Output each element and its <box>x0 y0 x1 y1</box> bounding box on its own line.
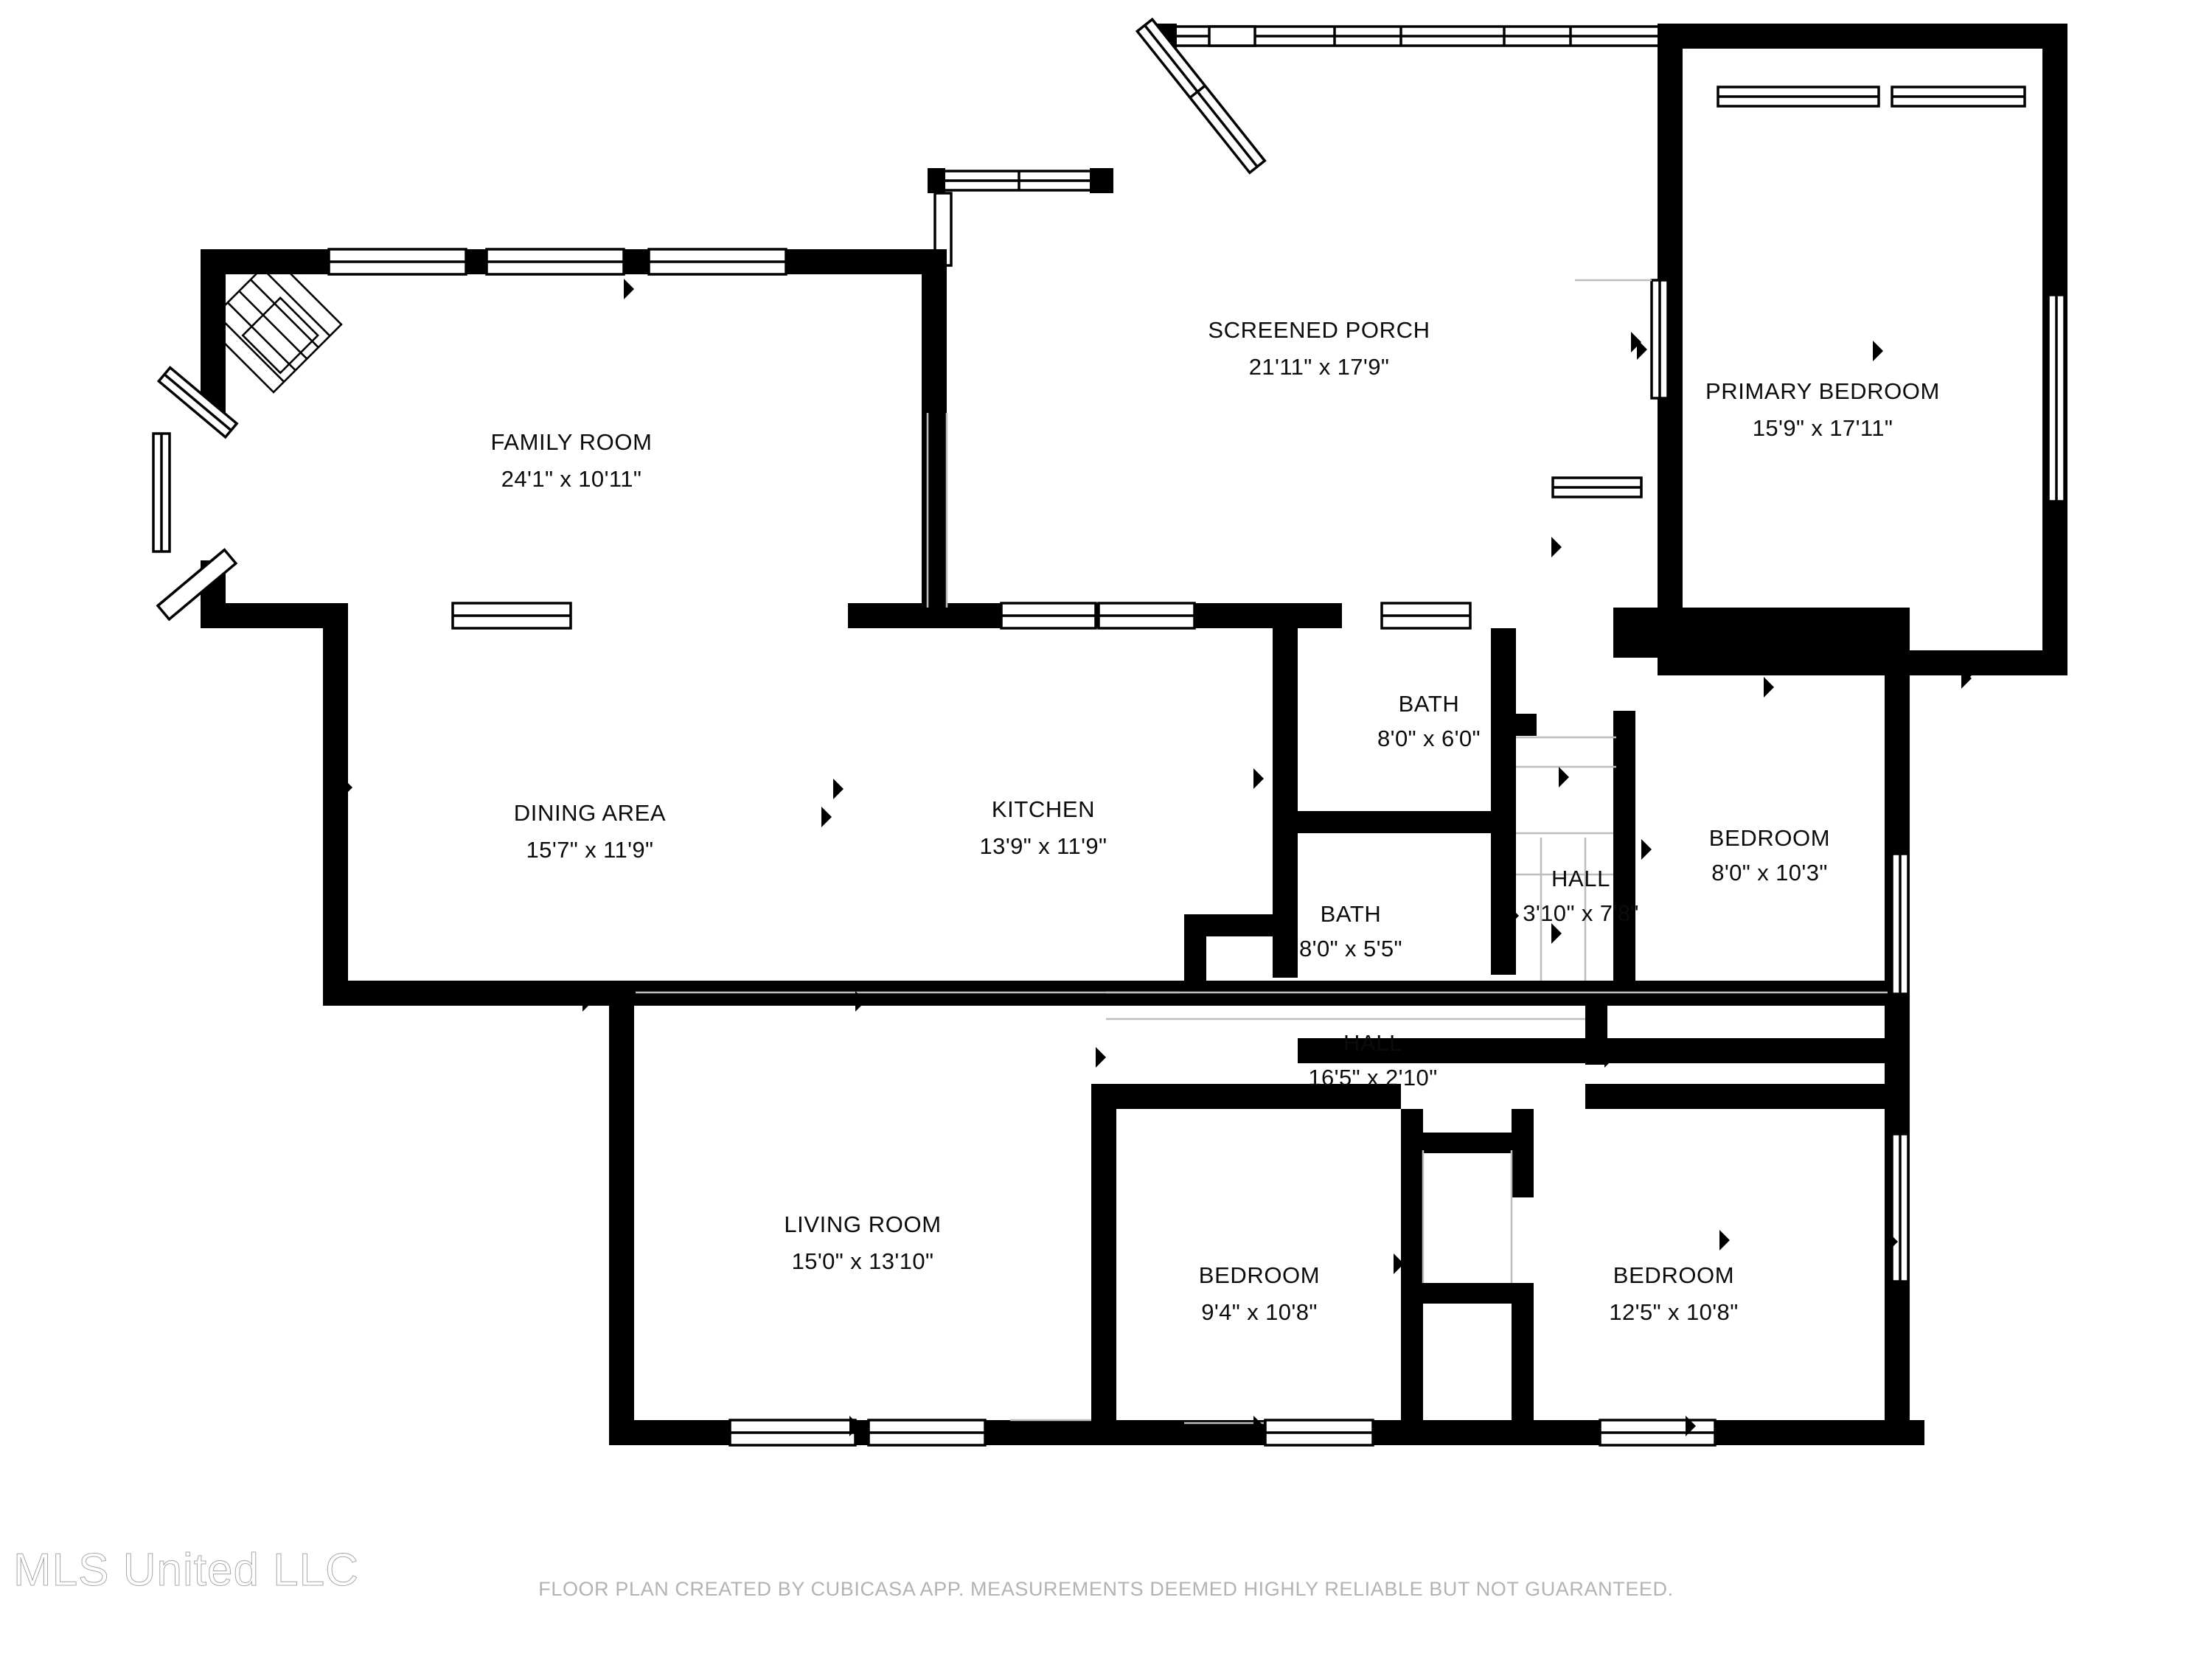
room-name-bedroom-right: BEDROOM <box>1709 825 1830 851</box>
room-dim-bath-main: 8'0" x 5'5" <box>1299 936 1402 961</box>
room-name-primary-bedroom: PRIMARY BEDROOM <box>1705 378 1940 404</box>
room-name-bedroom-mid: BEDROOM <box>1199 1262 1320 1288</box>
room-dim-bath-hall: 8'0" x 6'0" <box>1377 726 1481 751</box>
room-name-bath-main: BATH <box>1321 901 1382 927</box>
windows <box>327 86 2066 1447</box>
screened-porch-walls <box>928 17 1690 267</box>
door-openings <box>636 279 1888 1425</box>
room-dim-bedroom-right: 8'0" x 10'3" <box>1711 860 1828 886</box>
room-dim-bedroom-lower-right: 12'5" x 10'8" <box>1609 1299 1738 1325</box>
door-arrow-markers <box>342 279 1978 1436</box>
room-dim-primary-bedroom: 15'9" x 17'11" <box>1753 415 1893 441</box>
room-name-dining-area: DINING AREA <box>514 800 666 826</box>
room-dim-family-room: 24'1" x 10'11" <box>501 466 642 492</box>
room-dim-bedroom-mid: 9'4" x 10'8" <box>1201 1299 1318 1325</box>
room-name-hall-lower: HALL <box>1343 1030 1402 1056</box>
room-name-family-room: FAMILY ROOM <box>490 429 652 455</box>
room-name-living-room: LIVING ROOM <box>784 1211 941 1237</box>
room-name-kitchen: KITCHEN <box>992 796 1095 822</box>
floor-plan-disclaimer: FLOOR PLAN CREATED BY CUBICASA APP. MEAS… <box>538 1578 1674 1600</box>
room-dim-hall-lower: 16'5" x 2'10" <box>1308 1065 1437 1091</box>
room-name-bedroom-lower-right: BEDROOM <box>1613 1262 1734 1288</box>
room-dim-living-room: 15'0" x 13'10" <box>792 1248 934 1274</box>
room-dim-screened-porch: 21'11" x 17'9" <box>1249 354 1390 380</box>
staircase-icon <box>204 255 343 394</box>
room-labels: SCREENED PORCH 21'11" x 17'9" PRIMARY BE… <box>490 317 1939 1325</box>
room-name-hall-upper: HALL <box>1551 866 1610 891</box>
mls-watermark: MLS United LLC <box>13 1545 359 1596</box>
room-dim-hall-upper: 3'10" x 7'8" <box>1523 900 1639 926</box>
exterior-walls <box>152 24 2067 1445</box>
room-name-screened-porch: SCREENED PORCH <box>1208 317 1430 343</box>
room-dim-kitchen: 13'9" x 11'9" <box>980 833 1107 859</box>
room-dim-dining-area: 15'7" x 11'9" <box>526 837 654 863</box>
room-name-bath-hall: BATH <box>1399 691 1460 717</box>
interior-walls <box>1184 608 1907 1423</box>
